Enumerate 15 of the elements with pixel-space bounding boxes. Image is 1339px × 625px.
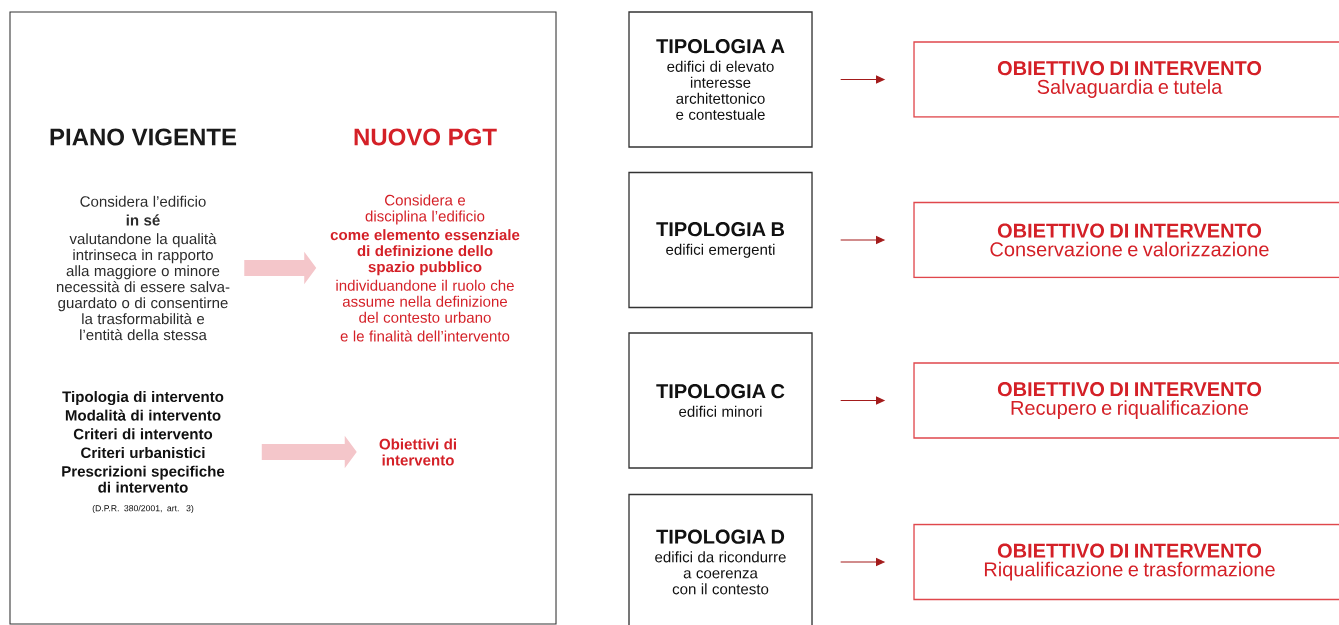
goal-text: Obiettivi di intervento (379, 438, 456, 466)
category-box: TIPOLOGIA C edifici minori (628, 332, 813, 469)
objective-box: OBIETTIVO DI INTERVENTO Recupero e riqualificazione (913, 362, 1339, 439)
column-heading: PIANO VIGENTE (50, 128, 237, 146)
list-text: Tipologia di intervento Modalità di intervento Criteri di intervento Criteri urbanistici Prescrizioni specifiche di intervento (D.P.R. 380/2001, art. 3) (62, 391, 225, 514)
category-box: TIPOLOGIA A edifici di elevato interesse architettonico e contestuale (628, 11, 813, 148)
description-text: Considera l’edificio in sé valutandone la qualità intrinseca in rapporto alla maggiore o minore necessità di essere salva-guardato o di consentirne la trasformabilità e l’entità della stessa (56, 195, 230, 341)
category-box: TIPOLOGIA B edifici emergenti (628, 171, 813, 309)
objective-box: OBIETTIVO DI INTERVENTO Riqualificazione e trasformazione (913, 523, 1339, 601)
category-box: TIPOLOGIA D edifici da ricondurre a coerenza con il contesto (628, 493, 813, 625)
panel-frame (9, 11, 557, 625)
objective-box: OBIETTIVO DI INTERVENTO Salvaguardia e tutela (913, 41, 1339, 118)
objective-box: OBIETTIVO DI INTERVENTO Conservazione e valorizzazione (913, 201, 1339, 279)
description-text: Considera e disciplina l’edificio come elemento essenziale di definizione dello spazio pubblico individuandone il ruolo che assume nella definizione del contesto urbano e le finalità dell’intervento (330, 194, 520, 342)
column-heading: NUOVO PGT (354, 128, 497, 146)
